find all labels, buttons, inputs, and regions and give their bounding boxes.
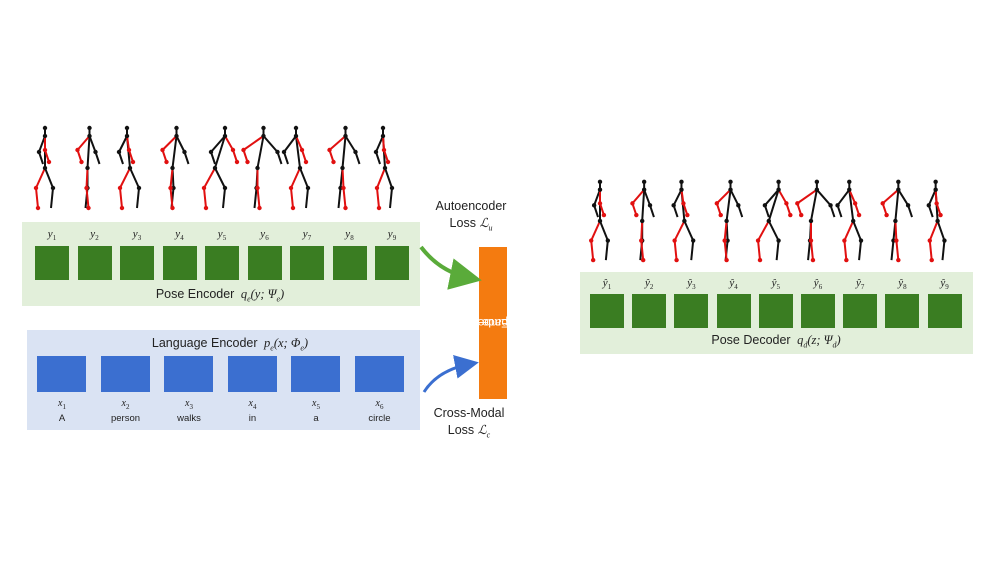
language-token-block [100, 356, 150, 392]
pose-encoder-token-label: y5 [217, 228, 227, 243]
language-token-symbol: x6 [375, 398, 384, 411]
pose-decoder-token-block [758, 294, 793, 328]
pose-encoder-token-block [35, 246, 69, 280]
language-token-word: circle [368, 413, 391, 424]
pose-encoder-token-block [247, 246, 282, 280]
language-token-block [37, 356, 86, 392]
pose-encoder-token-block [290, 246, 324, 280]
pose-decoder-token-block [801, 294, 835, 328]
pose-encoder-token-block [205, 246, 239, 280]
pose-decoder-token-label: ŷ7 [855, 277, 865, 292]
language-token-word: in [248, 413, 257, 424]
crossmodal-loss-label: Cross-Modal Loss ℒc [433, 406, 505, 440]
pose-encoder-token-label: y6 [260, 228, 269, 243]
pose-encoder-token-label: y9 [387, 228, 397, 243]
language-token-block [227, 356, 277, 392]
pose-encoder-token-label: y4 [175, 228, 184, 243]
decoder-skeleton-strip [580, 172, 970, 272]
encoder-skeleton-strip [22, 118, 412, 220]
pose-decoder-token-label: ŷ9 [940, 277, 949, 292]
pose-encoder-label: Pose Encoder qe(y; Ψe) [155, 287, 285, 304]
language-token-word: person [110, 413, 141, 424]
pose-decoder-label: Pose Decoder qd(z; Ψd) [711, 333, 841, 350]
pose-encoder-token-block [162, 246, 197, 280]
autoencoder-arrow [419, 245, 482, 290]
language-token-block [164, 356, 213, 392]
language-token-symbol: x1 [58, 398, 66, 411]
pose-encoder-token-block [120, 246, 154, 280]
language-token-block [291, 356, 340, 392]
pose-decoder-token-block [674, 294, 709, 328]
pose-decoder-token-label: ŷ8 [898, 277, 907, 292]
pose-decoder-token-block [632, 294, 667, 328]
pose-encoder-token-label: y3 [132, 228, 142, 243]
pose-decoder-token-block [885, 294, 920, 328]
pose-decoder-token-label: ŷ4 [729, 277, 738, 292]
pose-decoder-token-block [927, 294, 962, 328]
language-encoder-label: Language Encoder pe(x; Φe) [151, 336, 309, 353]
pose-decoder-token-label: ŷ3 [687, 277, 696, 292]
pose-decoder-token-label: ŷ2 [644, 277, 654, 292]
pose-encoder-token-block [332, 246, 367, 280]
pose-decoder-token-block [843, 294, 878, 328]
pose-decoder-token-label: ŷ1 [602, 277, 612, 292]
language-token-word: walks [177, 413, 201, 424]
pose-encoder-token-label: y8 [345, 228, 354, 243]
language-token-word: A [58, 413, 66, 424]
pose-encoder-token-block [375, 246, 409, 280]
pose-encoder-token-block [77, 246, 112, 280]
pose-decoder-token-label: ŷ5 [771, 277, 780, 292]
autoencoder-loss-label: Autoencoder Loss ℒu [435, 199, 507, 233]
pose-encoder-token-label: y1 [47, 228, 57, 243]
language-token-block [354, 356, 404, 392]
language-token-word: a [313, 413, 319, 424]
pose-decoder-token-block [716, 294, 751, 328]
pose-encoder-token-label: y2 [90, 228, 99, 243]
language-token-symbol: x5 [312, 398, 320, 411]
language-token-symbol: x4 [248, 398, 257, 411]
pose-decoder-token-block [590, 294, 624, 328]
pose-encoder-token-label: y7 [302, 228, 312, 243]
pose-decoder-token-label: ŷ6 [813, 277, 823, 292]
language-token-symbol: x2 [121, 398, 130, 411]
language-token-symbol: x3 [185, 398, 193, 411]
crossmodal-arrow [422, 354, 479, 393]
